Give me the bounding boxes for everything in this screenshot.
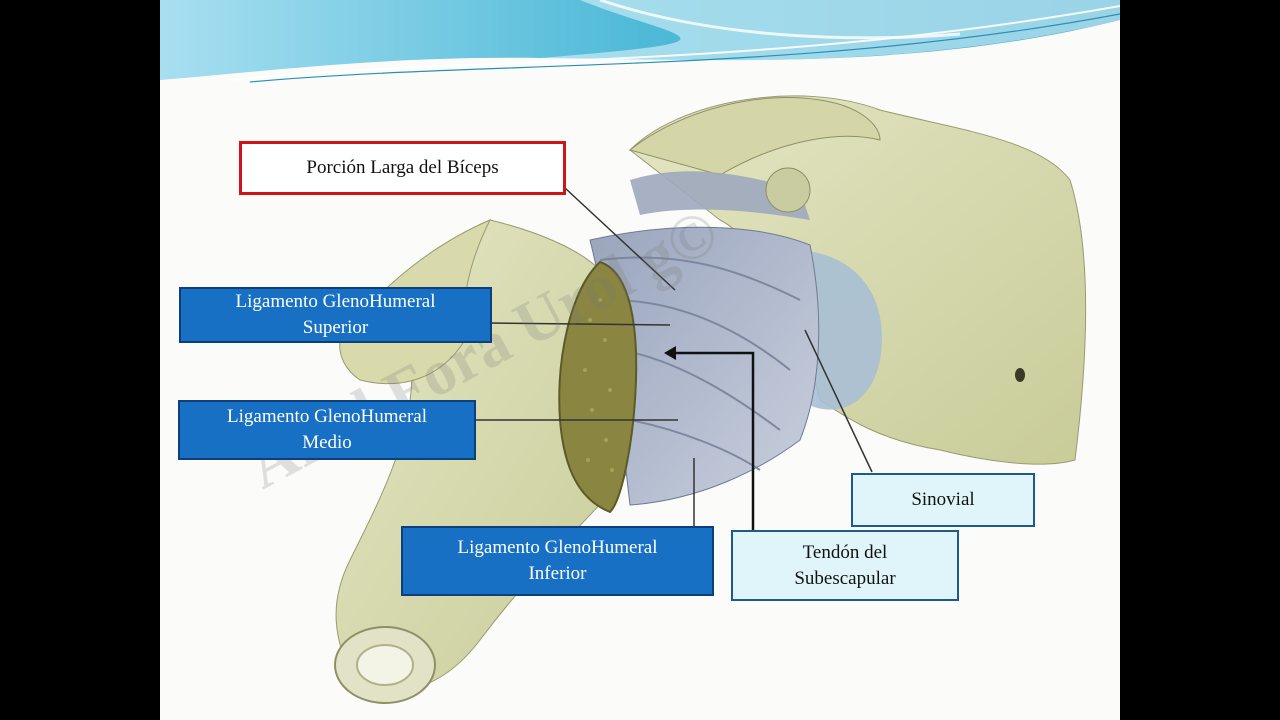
leader-biceps [564,187,676,291]
label-inferior: Ligamento GlenoHumeral Inferior [401,526,714,596]
leader-sinovial [804,329,873,473]
leader-subescapular [672,351,755,530]
label-superior: Ligamento GlenoHumeral Superior [179,287,492,343]
arrow-head [664,346,676,360]
shoulder-anatomy-illustration [334,95,1087,704]
label-biceps: Porción Larga del Bíceps [239,141,566,195]
acromion [628,97,881,176]
label-medio: Ligamento GlenoHumeral Medio [178,400,476,460]
coracoid [765,167,811,213]
slide: Ariel Fora Urol g© Porción Larga del Bíc… [160,0,1120,720]
leader-superior [489,322,671,326]
coracoacromial-ligament [630,171,810,220]
label-subescapular: Tendón del Subescapular [731,530,959,601]
label-sinovial: Sinovial [851,473,1035,527]
header-wave-decoration [160,0,1120,83]
